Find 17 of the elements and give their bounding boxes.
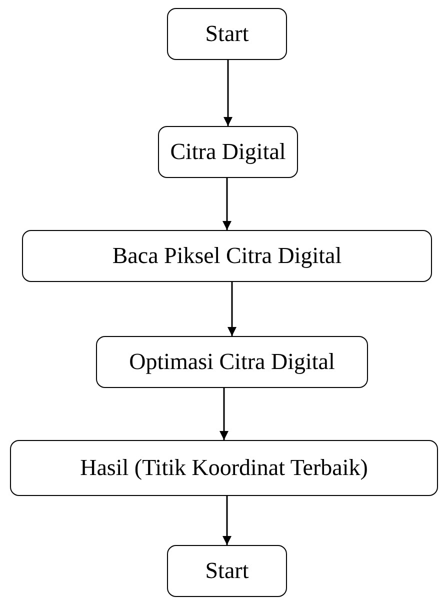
box-label: Start	[205, 558, 249, 584]
box-label: Start	[205, 21, 249, 47]
arrow	[222, 496, 232, 545]
box-label: Citra Digital	[170, 139, 286, 165]
box-label: Baca Piksel Citra Digital	[112, 243, 342, 269]
arrow	[222, 178, 232, 230]
process-box	[22, 230, 432, 282]
arrow	[220, 388, 228, 440]
box-label: Hasil (Titik Koordinat Terbaik)	[80, 455, 368, 481]
box-label: Optimasi Citra Digital	[129, 349, 335, 375]
process-box	[167, 545, 287, 597]
arrow	[228, 282, 236, 336]
process-box	[167, 8, 287, 60]
process-box	[96, 336, 368, 388]
process-box	[158, 126, 298, 178]
process-box	[10, 440, 438, 496]
arrow	[224, 60, 232, 126]
